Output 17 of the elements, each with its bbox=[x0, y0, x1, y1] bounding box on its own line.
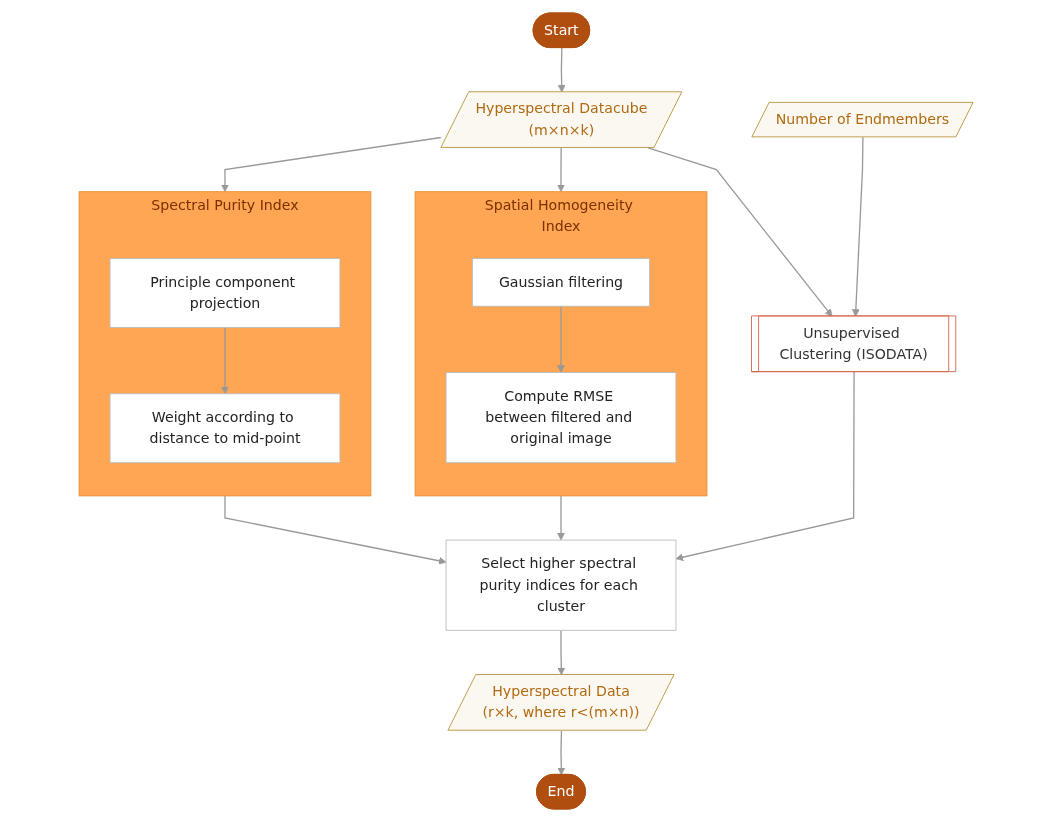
arrow bbox=[221, 136, 442, 192]
node-box: Principle component projection bbox=[109, 257, 341, 328]
arrow bbox=[557, 494, 565, 540]
arrow bbox=[557, 305, 565, 373]
arrow bbox=[851, 136, 864, 317]
node-box: Gaussian filtering bbox=[471, 257, 650, 307]
node-box: Weight according to distance to mid-point bbox=[109, 392, 341, 463]
arrow bbox=[557, 46, 566, 93]
arrow bbox=[224, 494, 447, 565]
node-box: Compute RMSE between filtered and original image bbox=[445, 371, 677, 463]
arrow bbox=[221, 326, 229, 394]
arrow bbox=[557, 146, 565, 192]
arrow bbox=[557, 729, 566, 775]
arrow bbox=[647, 146, 833, 317]
arrow bbox=[557, 629, 566, 675]
node-box: Select higher spectral purity indices for each cluster bbox=[445, 539, 677, 631]
arrow bbox=[675, 370, 855, 561]
